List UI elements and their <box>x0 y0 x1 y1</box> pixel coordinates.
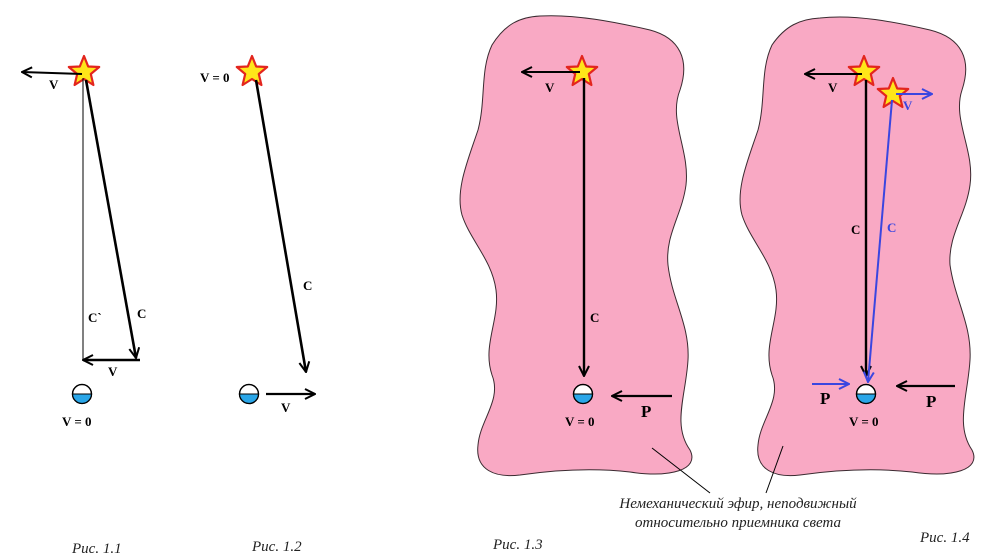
receiver-icon <box>238 383 260 405</box>
ray-end-velocity-label: V <box>108 364 118 379</box>
figure-caption: Рис. 1.4 <box>919 530 970 546</box>
apparent-light-label: C` <box>88 310 102 325</box>
ether-pointer-line <box>765 445 784 494</box>
receiver-velocity-label: V = 0 <box>62 414 92 429</box>
star-velocity-label: V <box>49 77 59 92</box>
star-velocity-arrow <box>22 72 83 74</box>
ether-region <box>739 16 975 477</box>
light-ray-arrow <box>254 79 306 372</box>
figure-1-3: V C V = 0 P Рис. 1.3 <box>459 15 711 553</box>
receiver-icon <box>71 383 93 405</box>
figure-1-4: V C V C V = 0 P P Рис. 1.4 <box>739 16 975 546</box>
figure-1-1: V C` C V V = 0 Рис. 1.1 <box>22 54 146 557</box>
ether-note-line2: относительно приемника света <box>635 515 841 531</box>
light-vector-label: C <box>137 306 146 321</box>
light-vector-label: C <box>590 310 599 325</box>
star-icon <box>67 54 101 87</box>
star-velocity-label: V = 0 <box>200 70 230 85</box>
star-velocity-label: V <box>545 80 555 95</box>
ether-note: Немеханический эфир, неподвижный относит… <box>618 496 857 531</box>
light-vector-label: C <box>851 222 860 237</box>
light-ray-arrow <box>84 79 136 358</box>
star-icon <box>235 54 269 87</box>
receiver-icon <box>855 383 877 405</box>
receiver-velocity-label: V <box>281 400 291 415</box>
moving-light-vector-label: C <box>887 220 896 235</box>
star-velocity-label: V <box>828 80 838 95</box>
figure-1-2: V = 0 C V Рис. 1.2 <box>200 54 315 555</box>
receiver-icon <box>572 383 594 405</box>
receiver-velocity-label: V = 0 <box>565 414 595 429</box>
pressure-right-label: P <box>926 392 936 411</box>
figure-caption: Рис. 1.2 <box>251 539 302 555</box>
ether-pointer-line <box>651 447 711 494</box>
receiver-velocity-label: V = 0 <box>849 414 879 429</box>
pressure-label: P <box>641 402 651 421</box>
figure-caption: Рис. 1.3 <box>492 537 543 553</box>
ether-note-line1: Немеханический эфир, неподвижный <box>618 496 857 512</box>
light-vector-label: C <box>303 278 312 293</box>
moving-light-ray-arrow <box>868 99 893 382</box>
ether-region <box>459 15 693 477</box>
pressure-left-label: P <box>820 389 830 408</box>
moving-star-velocity-label: V <box>903 98 913 113</box>
figure-caption: Рис. 1.1 <box>71 541 122 557</box>
